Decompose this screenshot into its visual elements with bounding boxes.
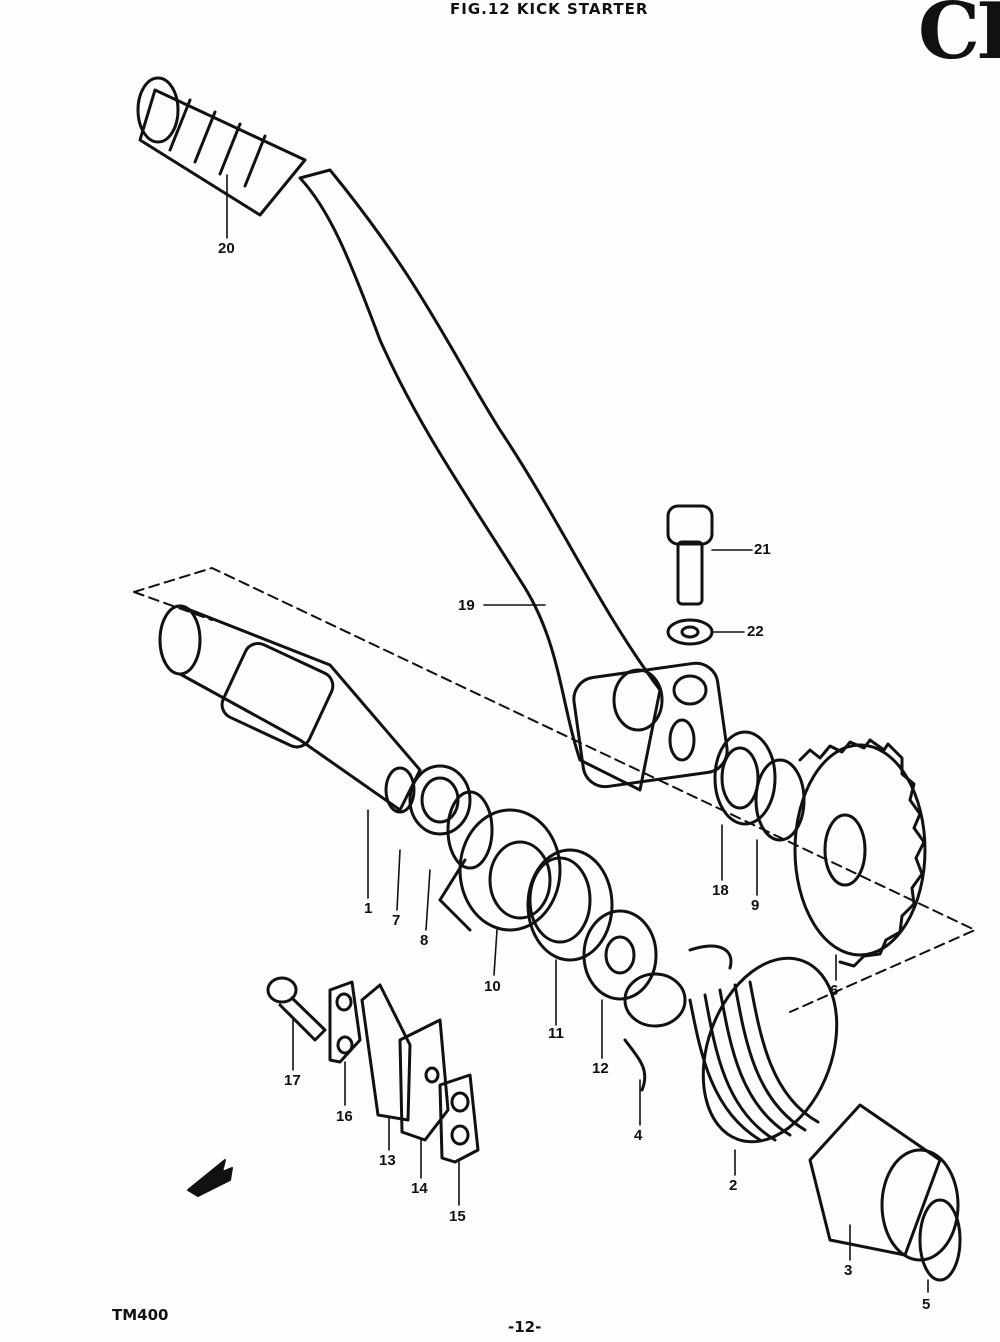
callout-10: 10 [484, 978, 501, 995]
callout-12: 12 [592, 1060, 609, 1077]
callout-16: 16 [336, 1108, 353, 1125]
figure-title: FIG.12 KICK STARTER [450, 0, 649, 18]
model-code: TM400 [112, 1306, 169, 1324]
callout-9: 9 [751, 897, 760, 914]
lever-washer [666, 618, 714, 646]
corner-section-mark: CI [918, 0, 1000, 77]
spring-guide-11 [526, 848, 614, 962]
callout-8: 8 [420, 932, 429, 949]
kick-spring-2 [688, 956, 839, 1144]
plate-13 [360, 983, 412, 1122]
callout-19: 19 [458, 597, 475, 614]
plate-14 [398, 1018, 450, 1142]
assembly-dashed-outline [133, 567, 976, 1013]
page-number: -12- [508, 1318, 542, 1336]
callout-18: 18 [712, 882, 729, 899]
callout-3: 3 [844, 1262, 853, 1279]
callout-7: 7 [392, 912, 401, 929]
callout-15: 15 [449, 1208, 466, 1225]
callout-1: 1 [364, 900, 373, 917]
plate-16 [328, 980, 362, 1064]
spring-stopper-3 [808, 1103, 960, 1262]
washer-18 [713, 730, 777, 826]
circlip-7 [408, 764, 472, 836]
leader-lines [226, 174, 929, 1293]
callout-17: 17 [284, 1072, 301, 1089]
bolt-17 [266, 976, 327, 1042]
spring-clip-4 [623, 944, 733, 1092]
callout-6: 6 [830, 982, 839, 999]
plate-15 [438, 1073, 480, 1164]
kick-gear-10 [438, 808, 562, 932]
callout-21: 21 [754, 541, 771, 558]
washer-8 [446, 790, 494, 870]
callout-11: 11 [548, 1025, 564, 1042]
front-direction-arrow [187, 1159, 233, 1197]
callout-13: 13 [379, 1152, 396, 1169]
circlip-5 [918, 1198, 962, 1282]
callout-4: 4 [634, 1127, 643, 1144]
callout-2: 2 [729, 1177, 738, 1194]
kick-lever [298, 168, 729, 792]
kick-shaft [158, 604, 422, 814]
idle-gear-6 [793, 738, 927, 968]
callout-5: 5 [922, 1296, 931, 1313]
kick-grip [136, 76, 307, 217]
callout-14: 14 [411, 1180, 428, 1197]
callout-22: 22 [747, 623, 764, 640]
lever-bolt [666, 504, 714, 606]
callout-20: 20 [218, 240, 235, 257]
washer-12 [582, 909, 658, 1001]
